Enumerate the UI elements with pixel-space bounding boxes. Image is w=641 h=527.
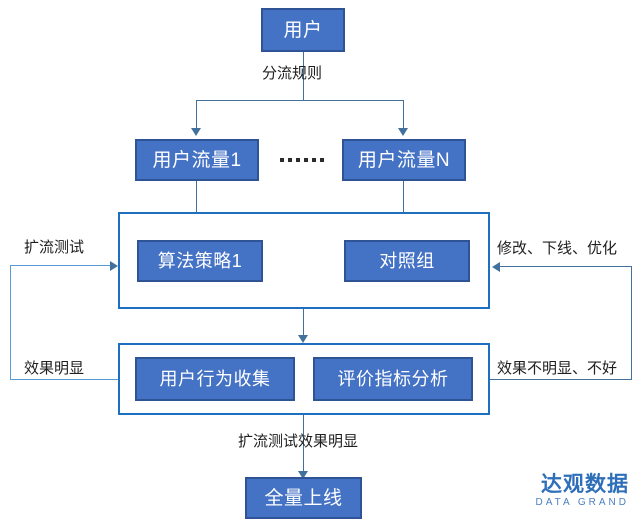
node-strategy: 算法策略1 [137, 240, 263, 282]
connector-left-feedback-bottom [10, 379, 118, 380]
connector-left-feedback-riser [10, 265, 11, 379]
node-traffic-last: 用户流量N [342, 139, 466, 181]
connector-split-to-traffic-last [403, 100, 404, 130]
connector-evaluation-to-full-launch [303, 415, 304, 473]
node-full-launch: 全量上线 [245, 477, 362, 519]
edge-label-effect-obvious: 效果明显 [24, 360, 85, 377]
brand-logo: 达观数据 DATA GRAND [535, 473, 629, 510]
connector-split-bus [196, 100, 404, 101]
connector-right-feedback-riser [631, 266, 632, 379]
node-control-group: 对照组 [344, 240, 470, 282]
connector-left-feedback-top [10, 265, 112, 266]
arrow-into-full-launch [298, 471, 308, 479]
arrow-into-experiment-group-left [110, 261, 118, 271]
connector-traffic-last-to-control [403, 181, 404, 235]
brand-logo-cn: 达观数据 [541, 473, 629, 496]
connector-right-feedback-top [500, 266, 631, 267]
edge-label-modify-offline-optimize: 修改、下线、优化 [497, 240, 618, 257]
node-metric-analysis: 评价指标分析 [313, 357, 473, 401]
connector-traffic-first-to-strategy [196, 181, 197, 235]
ellipsis-traffic-nodes [280, 158, 324, 162]
arrow-into-traffic-last [398, 128, 408, 136]
node-user: 用户 [261, 8, 345, 52]
connector-split-to-traffic-first [196, 100, 197, 130]
edge-label-expand-test-effect-obvious: 扩流测试效果明显 [238, 433, 359, 450]
edge-label-expand-test: 扩流测试 [24, 239, 85, 256]
node-behavior-collect: 用户行为收集 [135, 357, 295, 401]
connector-right-feedback-bottom [490, 379, 632, 380]
edge-label-effect-not-obvious: 效果不明显、不好 [497, 360, 618, 377]
brand-logo-en: DATA GRAND [535, 497, 629, 509]
edge-label-split-rule: 分流规则 [262, 65, 323, 82]
arrow-into-traffic-first [191, 128, 201, 136]
node-traffic-first: 用户流量1 [135, 139, 259, 181]
connector-user-to-split [303, 52, 304, 100]
arrow-into-experiment-group-right [492, 262, 500, 272]
arrow-into-evaluation-group [298, 335, 308, 343]
connector-experiment-to-evaluation [303, 309, 304, 337]
